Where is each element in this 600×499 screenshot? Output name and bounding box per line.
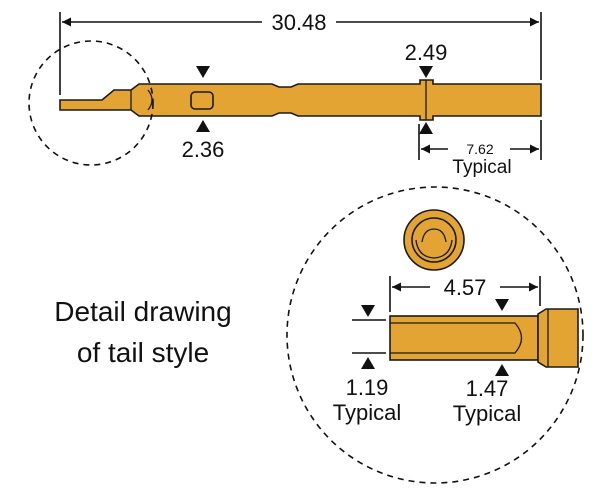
detail-thickness-label: 1.19	[346, 375, 389, 400]
pin-outline	[59, 79, 542, 121]
pin-end-view	[403, 209, 465, 271]
detail-caption: Detail drawing of tail style	[54, 296, 231, 368]
tail-detail	[389, 308, 579, 368]
press-fit-dimension: 2.36	[182, 66, 225, 162]
caption-line-1: Detail drawing	[54, 296, 231, 327]
detail-callout-circle	[28, 40, 154, 166]
collar-diameter-label: 2.49	[405, 40, 448, 65]
detail-width-dimension: 1.47 Typical	[453, 299, 521, 426]
overall-length-label: 30.48	[271, 10, 326, 35]
detail-thickness-dimension: 1.19 Typical	[333, 305, 401, 425]
press-fit-slot	[190, 91, 214, 110]
collar-dimension: 2.49	[405, 40, 448, 134]
detail-width-label: 1.47	[466, 376, 509, 401]
collar-offset-note: Typical	[452, 157, 511, 178]
collar-offset-label: 7.62	[466, 141, 493, 157]
detail-width-note: Typical	[453, 401, 521, 426]
detail-thickness-note: Typical	[333, 400, 401, 425]
press-fit-width-label: 2.36	[182, 137, 225, 162]
contact-pin	[59, 79, 542, 121]
detail-view-circle	[286, 186, 584, 484]
detail-length-label: 4.57	[444, 275, 487, 300]
caption-line-2: of tail style	[77, 337, 209, 368]
detail-length-dimension: 4.57	[389, 275, 541, 312]
overall-length-dimension: 30.48	[59, 10, 542, 95]
collar-offset-dimension: 7.62 Typical	[418, 120, 542, 178]
